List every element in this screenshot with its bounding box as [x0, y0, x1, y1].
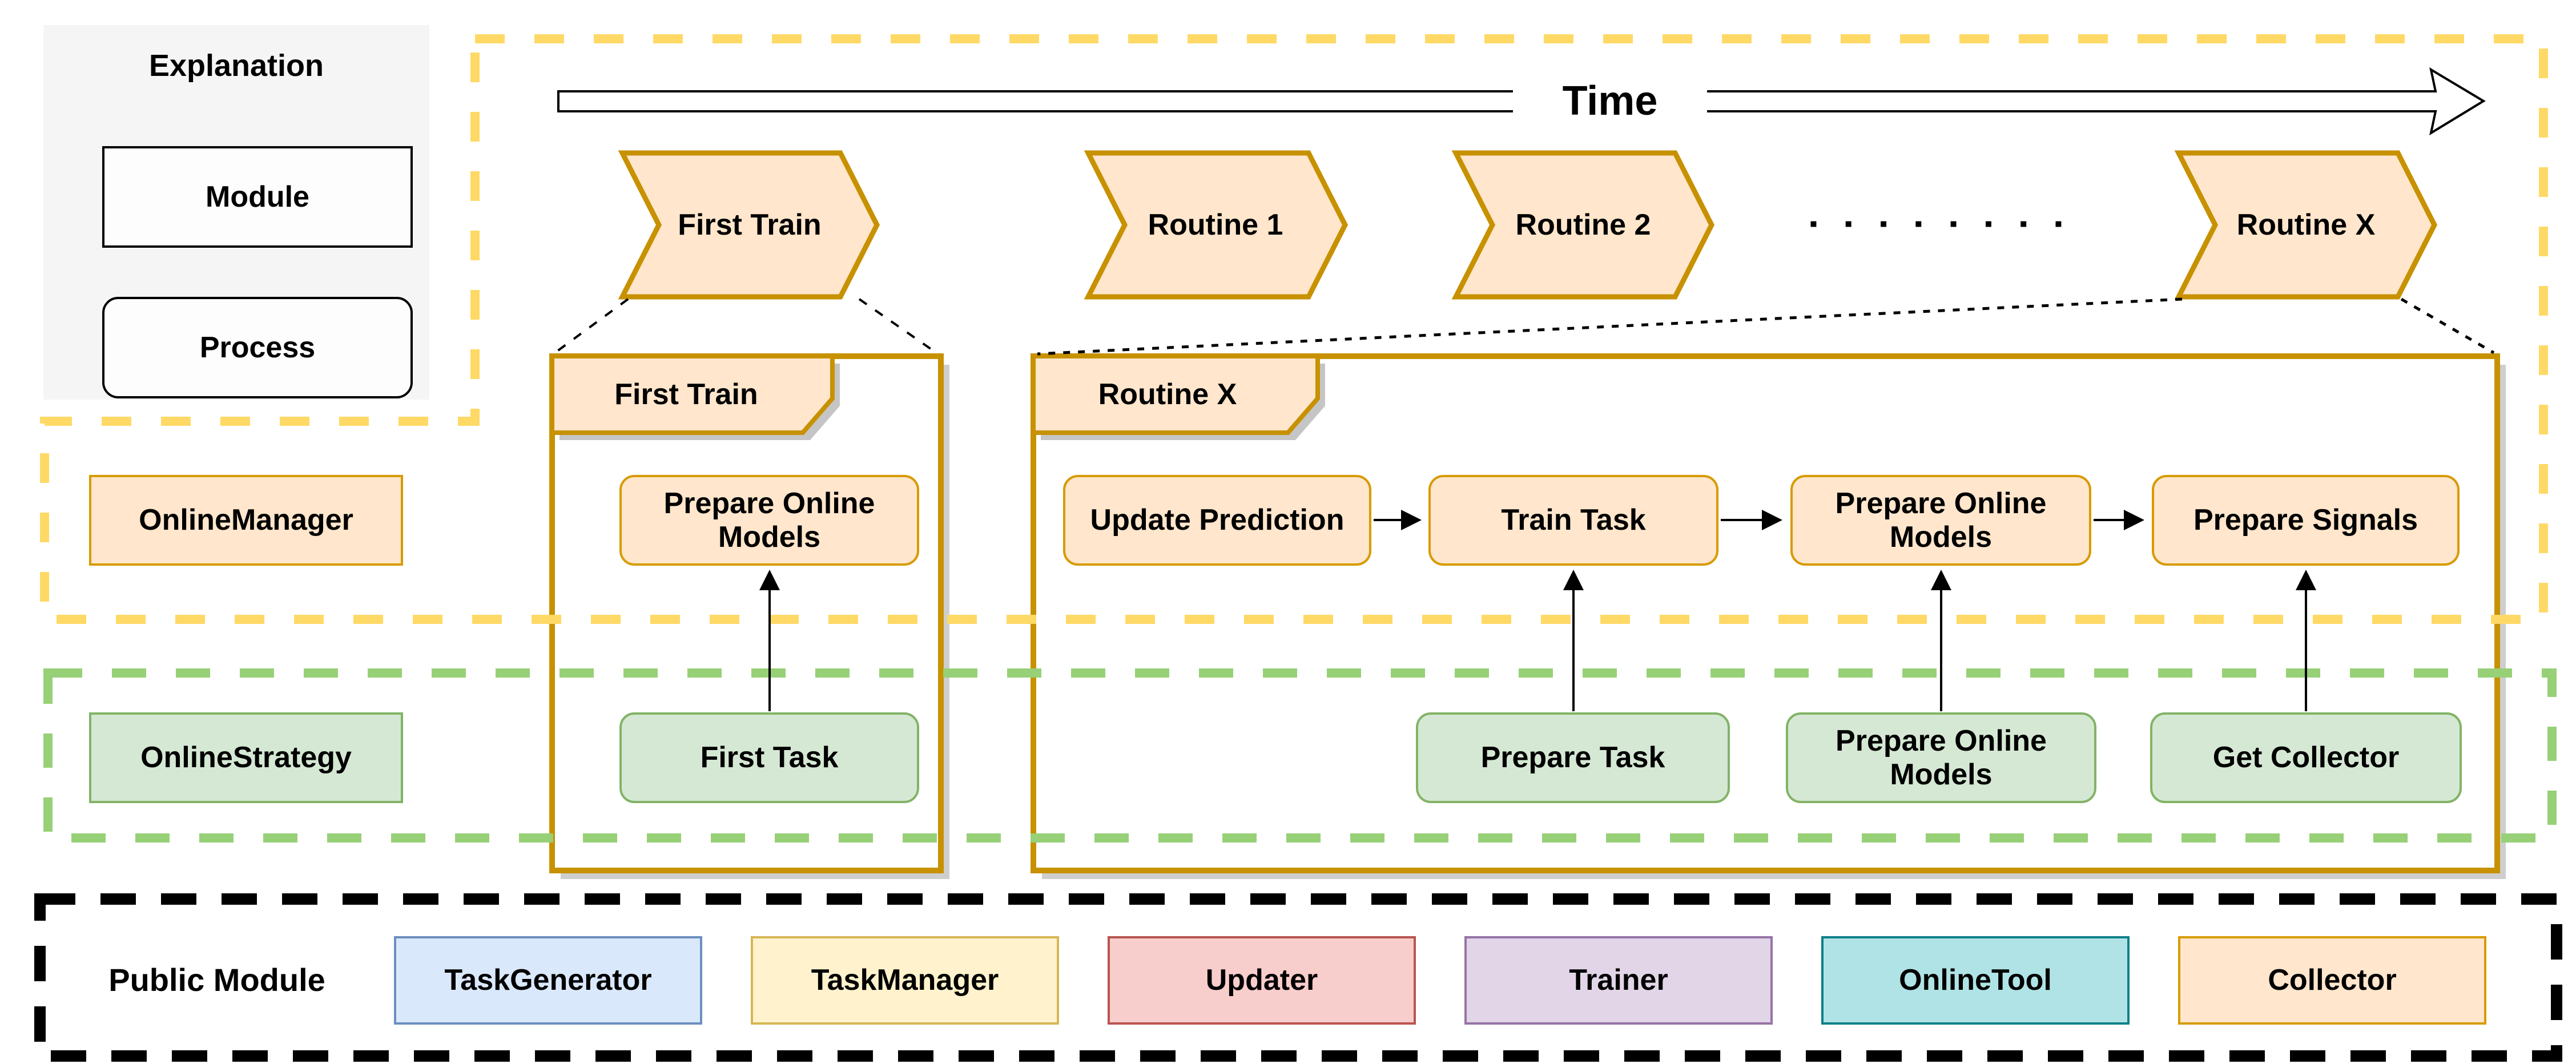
connector-first-train-right: [858, 298, 937, 354]
chevron-routine-x-label: Routine X: [2236, 208, 2376, 241]
step-rx-train-task: Train Task: [1428, 475, 1718, 566]
public-module-label: Public Module: [108, 962, 325, 998]
step-ft-prepare-online-models: Prepare Online Models: [619, 475, 919, 566]
step-rx-update-prediction: Update Prediction: [1063, 475, 1371, 566]
chevron-routine-1-label: Routine 1: [1148, 208, 1283, 241]
legend-process-box: Process: [102, 297, 413, 398]
time-axis-label: Time: [1513, 71, 1707, 131]
first-train-tab: [550, 354, 835, 435]
chevron-first-train: [618, 150, 880, 300]
chevron-routine-1: [1084, 150, 1349, 300]
step-ft-first-task: First Task: [619, 712, 919, 803]
step-rx-prepare-signals: Prepare Signals: [2152, 475, 2460, 566]
public-module-updater: Updater: [1108, 936, 1416, 1025]
step-rx-prepare-online-models: Prepare Online Models: [1790, 475, 2091, 566]
chevron-routine-2: [1451, 150, 1715, 300]
public-module-trainer: Trainer: [1464, 936, 1773, 1025]
step-rx-get-collector: Get Collector: [2150, 712, 2462, 803]
first-train-tab-label: First Train: [614, 377, 758, 411]
routine-x-tab-label: Routine X: [1098, 377, 1237, 411]
chevron-routine-2-label: Routine 2: [1515, 208, 1651, 241]
step-rx-prepare-task: Prepare Task: [1416, 712, 1730, 803]
legend-module-box: Module: [102, 146, 413, 248]
public-module-taskmanager: TaskManager: [751, 936, 1059, 1025]
explanation-title: Explanation: [148, 48, 324, 83]
public-module-taskgenerator: TaskGenerator: [394, 936, 702, 1025]
connector-routine-x-left: [1037, 297, 2183, 356]
public-module-dashed-boundary: [34, 893, 2562, 1062]
connector-first-train-left: [554, 298, 629, 354]
step-rx-prepare-online-models-strategy: Prepare Online Models: [1786, 712, 2096, 803]
chevron-first-train-label: First Train: [678, 208, 822, 241]
lane-online-strategy: OnlineStrategy: [89, 712, 403, 803]
timeline-ellipsis: ▪ ▪ ▪ ▪ ▪ ▪ ▪ ▪: [1809, 211, 2073, 236]
chevron-routine-x: [2174, 150, 2438, 300]
public-module-collector: Collector: [2178, 936, 2486, 1025]
online-manager-dashed-boundary: [40, 34, 2548, 624]
online-strategy-dashed-boundary: [43, 668, 2557, 843]
lane-online-manager: OnlineManager: [89, 475, 403, 566]
public-module-onlinetool: OnlineTool: [1821, 936, 2130, 1025]
connector-routine-x-right: [2400, 297, 2495, 354]
routine-x-tab: [1031, 354, 1320, 435]
